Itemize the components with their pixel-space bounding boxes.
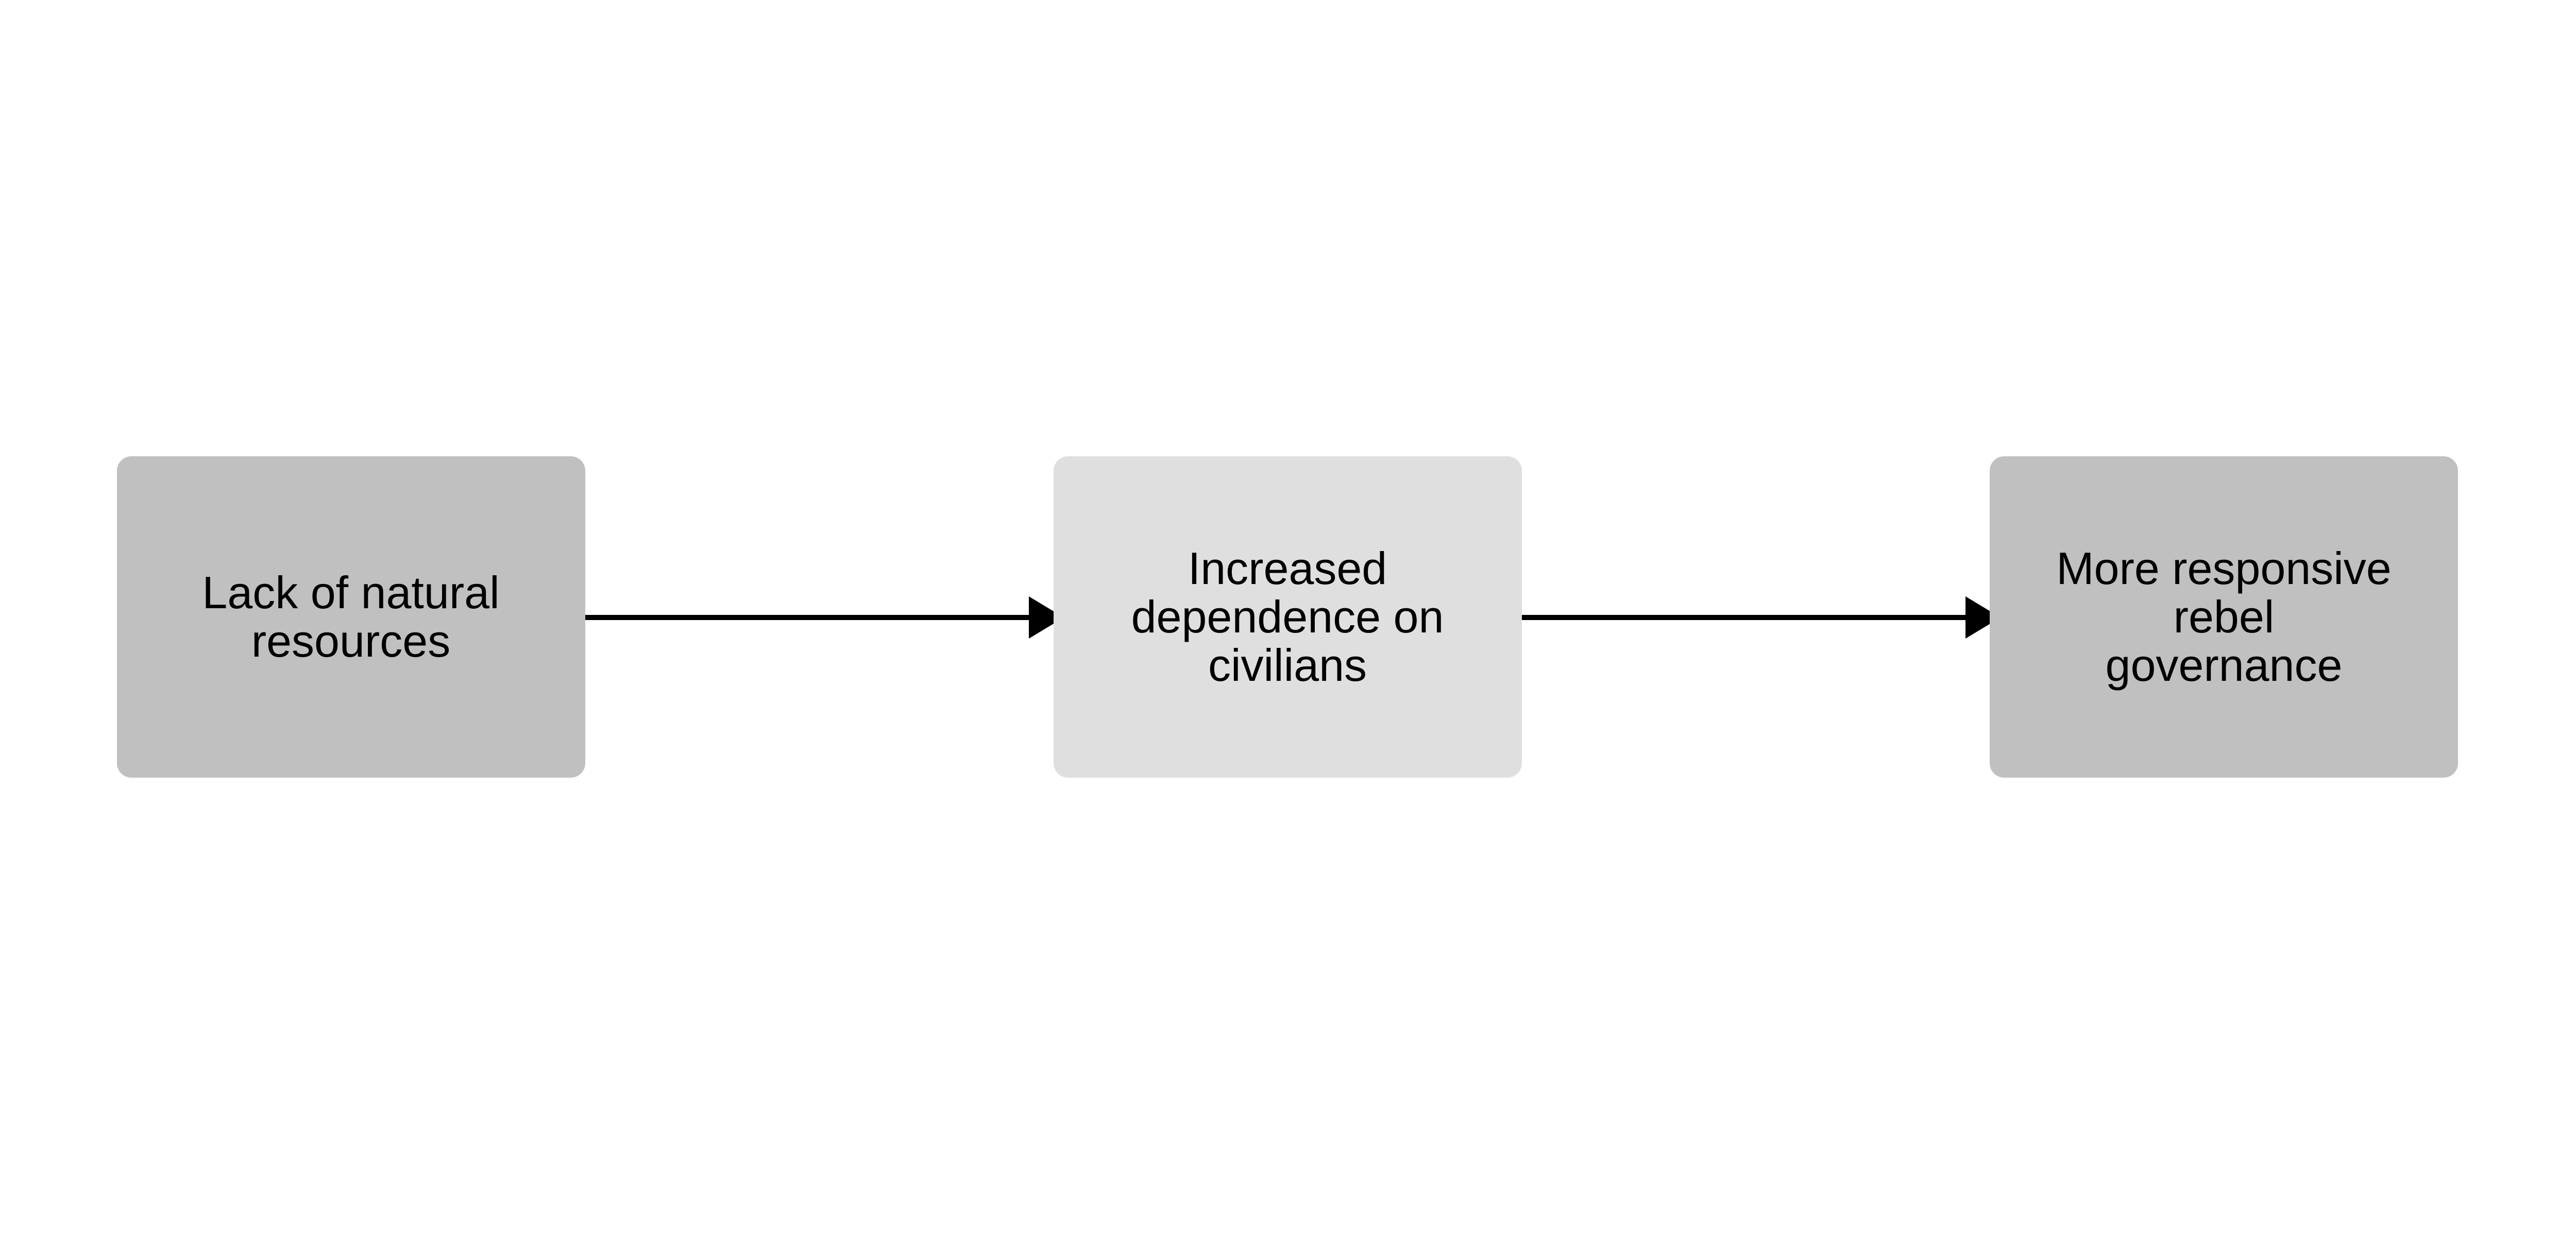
node-label: Increased dependence on civilians [1131,543,1444,691]
edge-n1-to-n2-line [585,615,1031,620]
node-lack-of-natural-resources: Lack of natural resources [116,456,585,778]
node-label: More responsive rebel governance [2056,543,2392,691]
node-increased-dependence-on-civilians: Increased dependence on civilians [1053,456,1522,778]
edge-n2-to-n3-line [1521,615,1968,620]
node-label: Lack of natural resources [202,567,500,666]
node-more-responsive-rebel-governance: More responsive rebel governance [1990,456,2458,778]
